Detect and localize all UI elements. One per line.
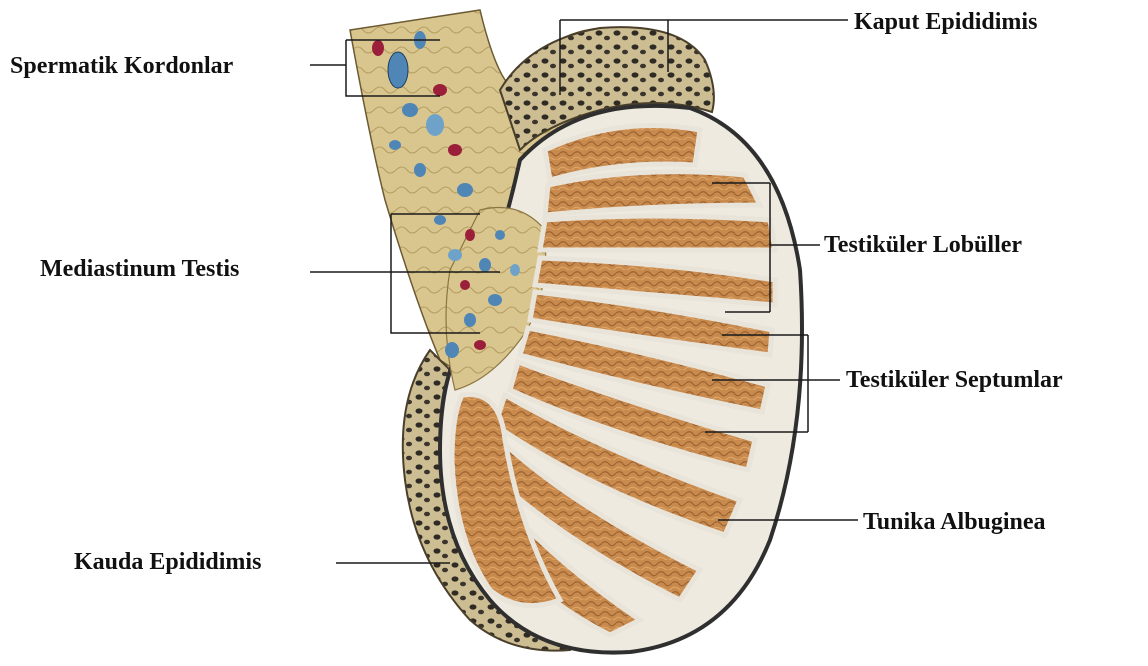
label-spermatik-kordonlar: Spermatik Kordonlar — [10, 54, 233, 78]
label-testikuler-lobuller: Testiküler Lobüller — [824, 233, 1022, 257]
label-kauda-epididimis: Kauda Epididimis — [74, 550, 261, 574]
label-mediastinum-testis: Mediastinum Testis — [40, 257, 239, 281]
label-tunika-albuginea: Tunika Albuginea — [863, 510, 1046, 534]
label-testikuler-septumlar: Testiküler Septumlar — [846, 368, 1063, 392]
label-kaput-epididimis: Kaput Epididimis — [854, 10, 1037, 34]
